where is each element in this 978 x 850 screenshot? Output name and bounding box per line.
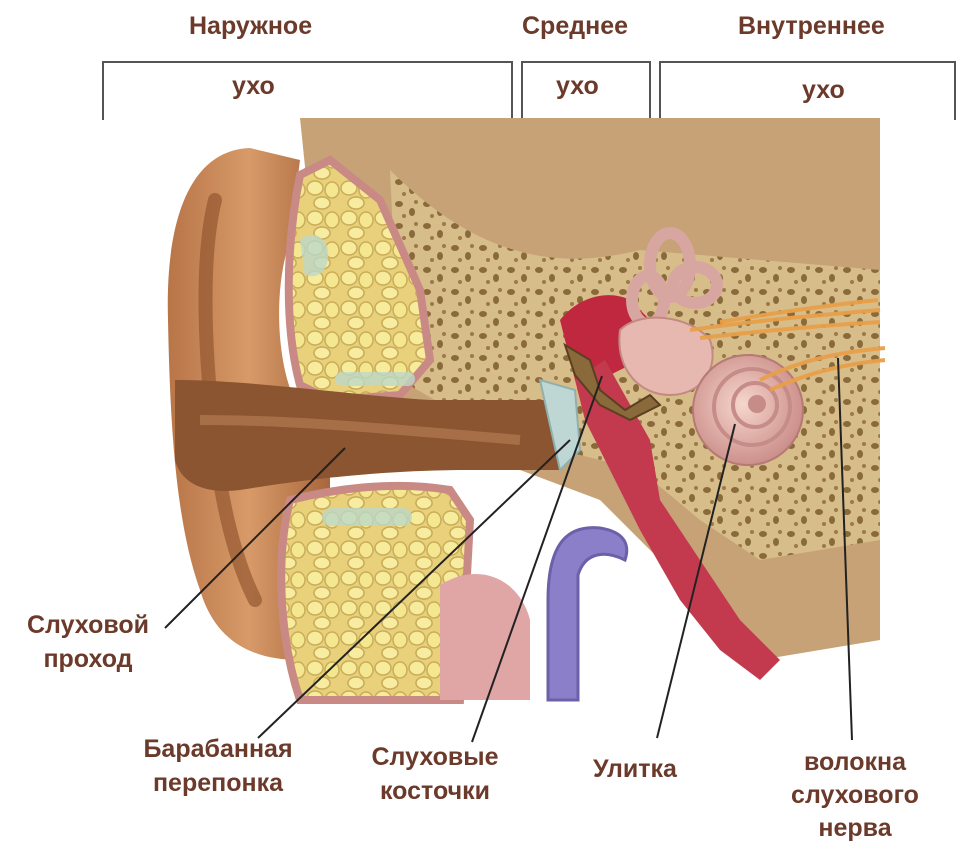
label-eardrum-line1: Барабанная (128, 732, 308, 766)
label-ossicles-line2: косточки (350, 774, 520, 808)
label-eardrum-line2: перепонка (128, 766, 308, 800)
label-ossicles-line1: Слуховые (350, 740, 520, 774)
label-nerve-line2: слухового (760, 779, 950, 812)
label-nerve-line1: волокна (760, 746, 950, 779)
header-inner-line2: ухо (802, 76, 845, 105)
label-cochlea: Улитка (565, 752, 705, 786)
cochlea-shape (693, 355, 803, 465)
label-ossicles: Слуховые косточки (350, 740, 520, 808)
label-ear-canal: Слуховой проход (8, 608, 168, 676)
header-middle-line1: Среднее (522, 12, 628, 41)
header-middle-line2: ухо (556, 72, 599, 101)
header-outer-line2: ухо (232, 72, 275, 101)
header-inner-line1: Внутреннее (738, 12, 885, 41)
label-cochlea-line1: Улитка (565, 752, 705, 786)
header-outer-line1: Наружное (189, 12, 312, 41)
label-ear-canal-line1: Слуховой (8, 608, 168, 642)
label-nerve-line3: нерва (760, 812, 950, 845)
label-nerve: волокна слухового нерва (760, 746, 950, 845)
label-eardrum: Барабанная перепонка (128, 732, 308, 800)
vessel-shape (548, 528, 627, 700)
label-ear-canal-line2: проход (8, 642, 168, 676)
